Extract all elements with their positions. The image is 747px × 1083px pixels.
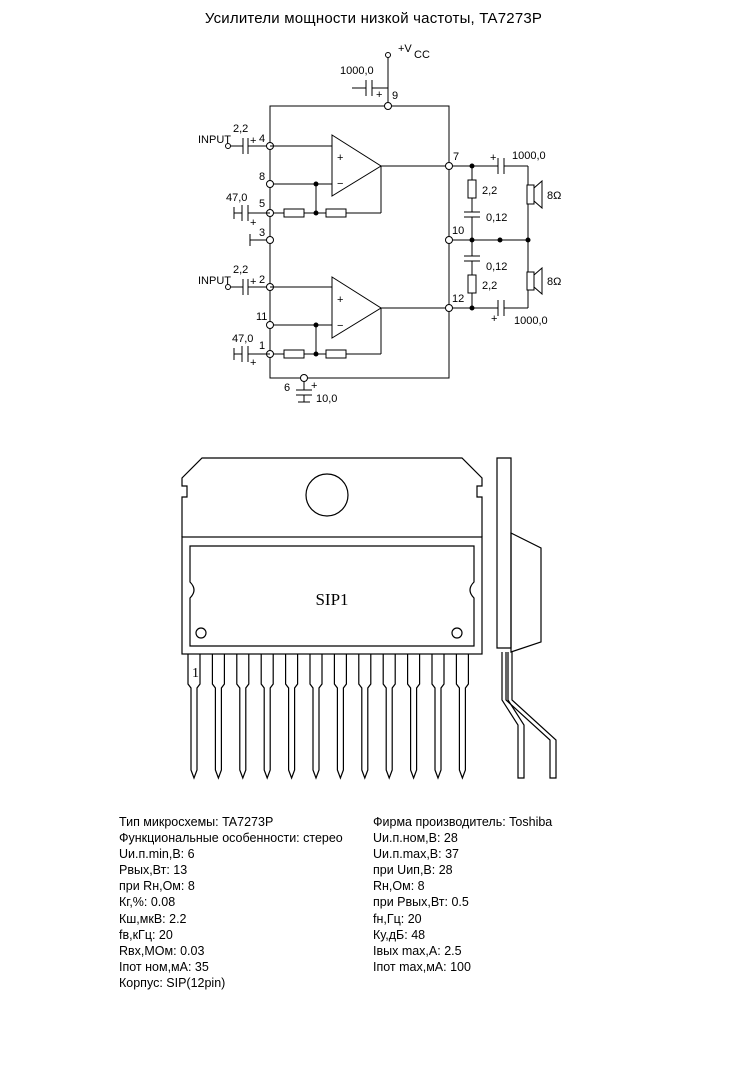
c-out-1-label: 1000,0 [512, 150, 546, 162]
svg-text:+: + [337, 152, 343, 164]
package-lead [431, 654, 445, 780]
svg-text:+: + [250, 217, 256, 229]
opamp-1 [331, 134, 382, 197]
spec-line: Uи.п.min,В: 6 [119, 847, 195, 862]
c-input-1-label: 2,2 [233, 123, 248, 135]
pin-5-label: 5 [259, 198, 265, 210]
vcc-label: +V [398, 43, 412, 55]
pin-8-label: 8 [259, 171, 265, 183]
mounting-hole [305, 473, 349, 517]
spec-line: Кш,мкВ: 2.2 [119, 911, 187, 926]
package-lead [455, 654, 469, 780]
package-lead [333, 654, 347, 780]
package-lead [236, 654, 250, 780]
package-lead [382, 654, 396, 780]
pin-3-label: 3 [259, 227, 265, 239]
svg-text:+: + [491, 313, 497, 325]
spec-line: Функциональные особенности: стерео [119, 831, 343, 846]
svg-text:+: + [250, 135, 256, 147]
package-lead [358, 654, 372, 780]
spec-line: Uи.п.ном,В: 28 [373, 831, 458, 846]
opamp-2 [331, 276, 382, 339]
c-input-2-label: 2,2 [233, 264, 248, 276]
spec-line: Iпот ном,мА: 35 [119, 959, 209, 974]
r-zobel-1-label: 2,2 [482, 185, 497, 197]
r-zobel-2-label: 2,2 [482, 280, 497, 292]
spec-line: Iпот max,мА: 100 [373, 959, 471, 974]
package-tab [181, 457, 483, 537]
spec-line: fн,Гц: 20 [373, 911, 422, 926]
spec-line: Rвх,МОм: 0.03 [119, 943, 205, 958]
svg-text:+: + [490, 152, 496, 164]
package-lead [309, 654, 323, 780]
spec-line: Rн,Ом: 8 [373, 879, 425, 894]
pin-11-label: 11 [256, 311, 267, 323]
package-name: SIP1 [315, 590, 348, 609]
input-1-label: INPUT [198, 134, 231, 146]
spk-2-label: 8Ω [547, 276, 561, 288]
pin-2-label: 2 [259, 274, 265, 286]
pin-10-label: 10 [452, 225, 464, 237]
spec-line: при Uип,В: 28 [373, 863, 453, 878]
pin1-label: 1 [192, 666, 199, 681]
svg-text:+: + [250, 357, 256, 369]
c-fb-2-label: 47,0 [232, 333, 253, 345]
svg-text:+: + [311, 380, 317, 392]
package-lead [211, 654, 225, 780]
package-body [181, 536, 483, 655]
svg-text:+: + [337, 294, 343, 306]
pin-12-label: 12 [452, 293, 464, 305]
package-lead [285, 654, 299, 780]
svg-text:−: − [337, 320, 343, 332]
package-lead [260, 654, 274, 780]
pin-7-label: 7 [453, 151, 459, 163]
pin-6-label: 6 [284, 382, 290, 394]
c-zobel-2-label: 0,12 [486, 261, 507, 273]
package-leads [187, 654, 469, 780]
spec-line: Iвых max,А: 2.5 [373, 943, 462, 958]
pin-1-label: 1 [259, 340, 265, 352]
ic-body [269, 105, 450, 379]
page-title: Усилители мощности низкой частоты, TA727… [204, 10, 543, 27]
pin-4-label: 4 [259, 133, 265, 145]
vcc-sub: CC [414, 49, 430, 61]
spec-line: Uи.п.max,В: 37 [373, 847, 459, 862]
spec-line: при Rн,Ом: 8 [119, 879, 195, 894]
circuit-schematic: +V CC 9 1000,0 + INPUT 2,2 + 4 + − 8 7 5… [198, 43, 561, 405]
spec-line: Ку,дБ: 48 [373, 927, 426, 942]
spk-1-label: 8Ω [547, 190, 561, 202]
c-zobel-1-label: 0,12 [486, 212, 507, 224]
package-lead [187, 654, 201, 780]
c-fb-1-label: 47,0 [226, 192, 247, 204]
input-2-label: INPUT [198, 275, 231, 287]
specs-left: Тип микросхемы: TA7273P Функциональные ос… [119, 814, 343, 991]
svg-text:+: + [376, 89, 382, 101]
spec-line: Кг,%: 0.08 [119, 895, 176, 910]
c-out-2-label: 1000,0 [514, 315, 548, 327]
side-view-tab [496, 457, 512, 649]
c-ripple-label: 10,0 [316, 393, 337, 405]
svg-text:+: + [250, 276, 256, 288]
spec-line: fв,кГц: 20 [119, 927, 173, 942]
package-lead [407, 654, 421, 780]
pin-9-label: 9 [392, 90, 398, 102]
c-supply-label: 1000,0 [340, 65, 374, 77]
spec-line: Тип микросхемы: TA7273P [119, 815, 274, 829]
side-view-body [510, 532, 542, 653]
svg-text:−: − [337, 178, 343, 190]
spec-line: при Pвых,Вт: 0.5 [373, 895, 469, 910]
spec-line: Корпус: SIP(12pin) [119, 975, 226, 990]
spec-line: Фирма производитель: Toshiba [373, 815, 553, 829]
spec-line: Pвых,Вт: 13 [119, 863, 188, 878]
